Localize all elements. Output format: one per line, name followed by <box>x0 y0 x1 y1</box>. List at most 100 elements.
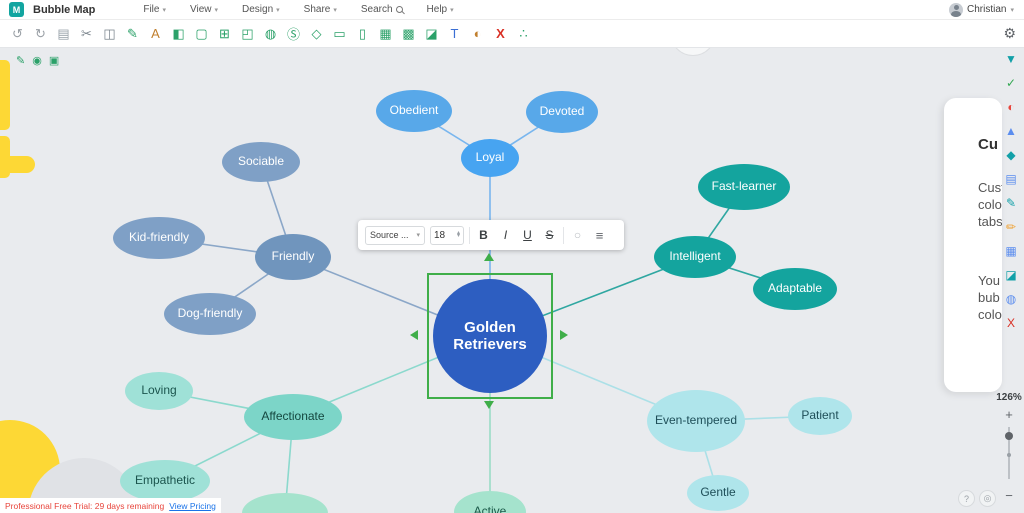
zoom-slider[interactable] <box>1005 427 1013 479</box>
zoom-in-button[interactable]: + <box>1005 407 1013 422</box>
bubble-dog-friendly[interactable]: Dog-friendly <box>164 293 256 335</box>
selection-handle-right[interactable] <box>560 330 568 340</box>
palette-icon[interactable]: ◐ <box>1007 100 1015 114</box>
bubble-loving[interactable]: Loving <box>125 372 193 410</box>
selection-handle-left[interactable] <box>410 330 418 340</box>
chevron-down-icon: ▾ <box>276 6 280 14</box>
comment-icon[interactable]: ◍ <box>264 25 277 41</box>
shape-icon[interactable]: ▢ <box>195 25 208 41</box>
selection-handle-top[interactable] <box>484 253 494 261</box>
menu-file[interactable]: File▾ <box>143 4 166 15</box>
filter-icon[interactable]: ▼ <box>1005 52 1017 66</box>
underline-button[interactable]: U <box>523 228 532 242</box>
bubble-empathetic[interactable]: Empathetic <box>120 460 210 502</box>
image-icon[interactable]: ◪ <box>1005 268 1017 282</box>
trial-bar: Professional Free Trial: 29 days remaini… <box>0 498 221 513</box>
menu-view[interactable]: View▾ <box>190 4 218 15</box>
frame-icon[interactable]: ▭ <box>333 25 346 41</box>
tag-icon[interactable]: ◇ <box>311 25 322 41</box>
format-painter-icon[interactable]: ✎ <box>127 25 138 41</box>
bubble-fast-learner[interactable]: Fast-learner <box>698 164 790 210</box>
text-icon[interactable]: A <box>151 26 160 41</box>
bubble-loyal[interactable]: Loyal <box>461 139 519 177</box>
bubble-devoted[interactable]: Devoted <box>526 91 598 133</box>
zoom-slider-notch <box>1007 453 1011 457</box>
status-icon[interactable]: Ⓢ <box>286 27 300 42</box>
text-color-icon[interactable]: ○ <box>573 228 582 242</box>
table-icon[interactable]: ▩ <box>402 25 415 41</box>
bubble-sociable[interactable]: Sociable <box>222 142 300 182</box>
font-size-stepper[interactable]: 18 ▴ ▾ <box>430 225 464 245</box>
highlight-icon[interactable]: ◐ <box>473 26 482 41</box>
text-style-icon[interactable]: T <box>450 26 459 41</box>
user-menu[interactable]: Christian ▾ <box>949 2 1014 17</box>
size-down-icon[interactable]: ▾ <box>456 233 460 239</box>
tag-icon[interactable]: ◆ <box>1006 148 1016 162</box>
trash-icon[interactable]: ▯ <box>358 25 367 41</box>
redo-icon[interactable]: ↻ <box>35 25 46 41</box>
bubble-kid-friendly[interactable]: Kid-friendly <box>113 217 205 259</box>
selection-handle-bottom[interactable] <box>484 401 494 409</box>
grid-icon[interactable]: ▦ <box>1005 244 1017 258</box>
canvas-shape-yellow-foot <box>0 156 35 173</box>
undo-icon[interactable]: ↺ <box>12 25 23 41</box>
document-icon[interactable]: ▤ <box>1005 172 1017 186</box>
bubble-even-tempered[interactable]: Even-tempered <box>647 390 745 452</box>
menu-share[interactable]: Share▾ <box>304 4 337 15</box>
image-icon[interactable]: ▦ <box>379 25 392 41</box>
fill-shape-icon[interactable]: ◧ <box>172 25 185 41</box>
note-icon[interactable]: ◰ <box>241 25 254 41</box>
connector-icon[interactable]: ◉ <box>32 55 42 67</box>
settings-gear-icon[interactable]: ⚙ <box>1003 25 1016 41</box>
close-icon[interactable]: X <box>1006 316 1015 330</box>
bubble-affectionate[interactable]: Affectionate <box>244 394 342 440</box>
bubble-adaptable[interactable]: Adaptable <box>753 268 837 310</box>
bubble-bubble-cutoff[interactable] <box>242 493 328 513</box>
bubble-intelligent[interactable]: Intelligent <box>654 236 736 278</box>
bold-button[interactable]: B <box>479 228 488 242</box>
search-icon <box>395 6 403 13</box>
view-pricing-link[interactable]: View Pricing <box>169 500 216 511</box>
menu-design[interactable]: Design▾ <box>242 4 280 15</box>
zoom-slider-handle[interactable] <box>1005 432 1013 440</box>
add-shape-icon[interactable]: ⊞ <box>219 25 230 41</box>
menu-search[interactable]: Search <box>361 4 403 15</box>
chevron-down-icon: ▾ <box>214 6 218 14</box>
chart-icon[interactable]: ▲ <box>1005 124 1017 138</box>
photo-icon[interactable]: ◪ <box>425 25 438 41</box>
share-nodes-icon[interactable]: ∴ <box>519 25 528 41</box>
check-icon[interactable]: ✓ <box>1005 76 1017 90</box>
bubble-gentle[interactable]: Gentle <box>687 475 749 511</box>
target-button[interactable]: ◎ <box>979 490 996 507</box>
delete-icon[interactable]: X <box>496 26 505 41</box>
copy-icon[interactable]: ◫ <box>103 25 116 41</box>
brush-icon[interactable]: ✏ <box>1005 220 1017 234</box>
panel-title: Cu <box>978 136 998 153</box>
zoom-out-button[interactable]: − <box>1005 488 1013 503</box>
save-icon[interactable]: ▣ <box>48 55 60 67</box>
bubble-golden-retrievers[interactable]: Golden Retrievers <box>433 279 547 393</box>
menu-help[interactable]: Help▾ <box>427 4 454 15</box>
bubble-friendly[interactable]: Friendly <box>255 234 331 280</box>
cut-icon[interactable]: ✂ <box>81 25 92 41</box>
bubble-obedient[interactable]: Obedient <box>376 90 452 132</box>
font-family-select[interactable]: Source ... ▾ <box>365 225 425 245</box>
pencil-icon[interactable]: ✎ <box>16 55 26 67</box>
app-logo[interactable]: M <box>9 2 24 17</box>
bubble-active[interactable]: Active <box>454 491 526 513</box>
selection-box[interactable] <box>427 273 553 399</box>
panel-paragraph-1: Custcolotabs <box>978 179 1002 230</box>
trial-message: Professional Free Trial: 29 days remaini… <box>5 500 165 511</box>
bubble-patient[interactable]: Patient <box>788 397 852 435</box>
pencil-icon[interactable]: ✎ <box>1005 196 1017 210</box>
italic-button[interactable]: I <box>503 228 508 242</box>
align-icon[interactable]: ≡ <box>595 227 604 243</box>
paste-icon[interactable]: ▤ <box>57 25 70 41</box>
strikethrough-button[interactable]: S <box>545 228 554 242</box>
attachment-icon[interactable]: ◍ <box>1005 292 1017 306</box>
help-button[interactable]: ? <box>958 490 975 507</box>
size-up-icon[interactable]: ▴ <box>456 229 460 236</box>
font-size-value: 18 <box>434 229 446 241</box>
document-title[interactable]: Bubble Map <box>33 3 96 16</box>
